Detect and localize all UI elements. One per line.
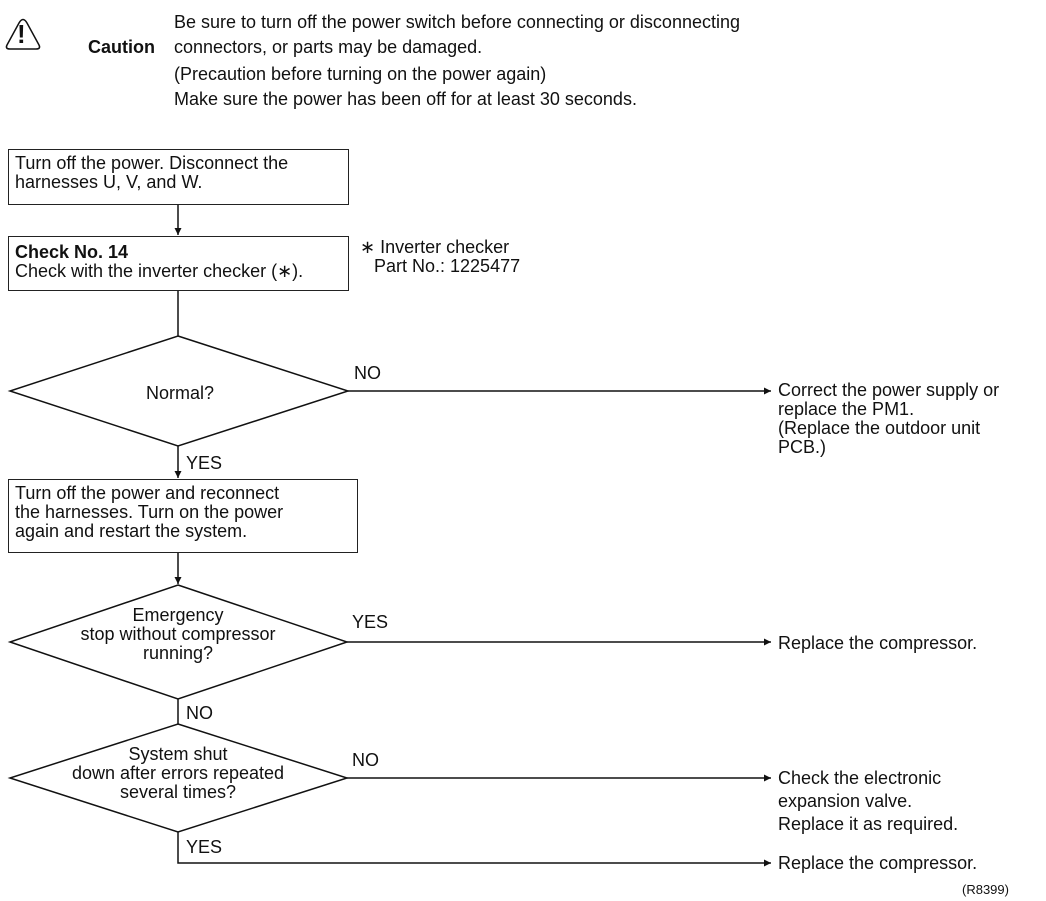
caution-label: Caution [88,37,155,57]
decision-text: Normal? [146,383,215,403]
result-correct-power-2: replace the PM1. [778,399,915,419]
branch-label-no: NO [352,750,379,770]
step-text: harnesses U, V, and W. [15,172,203,192]
branch-label-yes: YES [186,453,223,473]
caution-line-4: Make sure the power has been off for at … [174,89,637,109]
result-check-valve-1: Check the electronic [778,768,942,788]
decision-line: down after errors repeated [71,763,285,783]
exclamation-mark: ! [17,19,26,49]
note-inverter-checker: ∗ Inverter checker [360,237,510,257]
decision-text: Emergency stop without compressor runnin… [28,606,328,663]
decision-line: running? [142,643,214,663]
decision-text: System shut down after errors repeated s… [28,745,328,802]
result-replace-compressor: Replace the compressor. [778,853,978,873]
step-text: the harnesses. Turn on the power [15,502,284,522]
step-box-disconnect: Turn off the power. Disconnect the harne… [8,149,349,205]
branch-label-no: NO [354,363,381,383]
result-correct-power-4: PCB.) [778,437,827,457]
decision-line: Emergency [132,605,224,625]
note-part-number: Part No.: 1225477 [374,256,521,276]
decision-line: stop without compressor [80,624,276,644]
connector-arrow-yes [177,832,771,867]
check-title: Check No. 14 [15,242,129,262]
decision-line: System shut [128,744,228,764]
result-correct-power-3: (Replace the outdoor unit [778,418,981,438]
decision-line: several times? [119,782,237,802]
branch-label-no: NO [186,703,213,723]
branch-label-yes: YES [352,612,389,632]
branch-label-yes: YES [186,837,223,857]
caution-line-3: (Precaution before turning on the power … [174,64,547,84]
result-replace-compressor: Replace the compressor. [778,633,978,653]
result-check-valve-3: Replace it as required. [778,814,959,834]
caution-line-2: connectors, or parts may be damaged. [174,37,483,57]
step-text: Turn off the power and reconnect [15,483,280,503]
step-text: Check with the inverter checker (∗). [15,261,304,281]
step-text: again and restart the system. [15,521,248,541]
warning-triangle-icon [5,18,41,50]
caution-line-1: Be sure to turn off the power switch bef… [174,12,740,32]
result-correct-power-1: Correct the power supply or [778,380,1000,400]
step-box-check-14: Check No. 14 Check with the inverter che… [8,236,349,291]
step-box-reconnect: Turn off the power and reconnect the har… [8,479,358,553]
result-check-valve-2: expansion valve. [778,791,913,811]
figure-code: (R8399) [962,882,1009,897]
step-text: Turn off the power. Disconnect the [15,153,289,173]
